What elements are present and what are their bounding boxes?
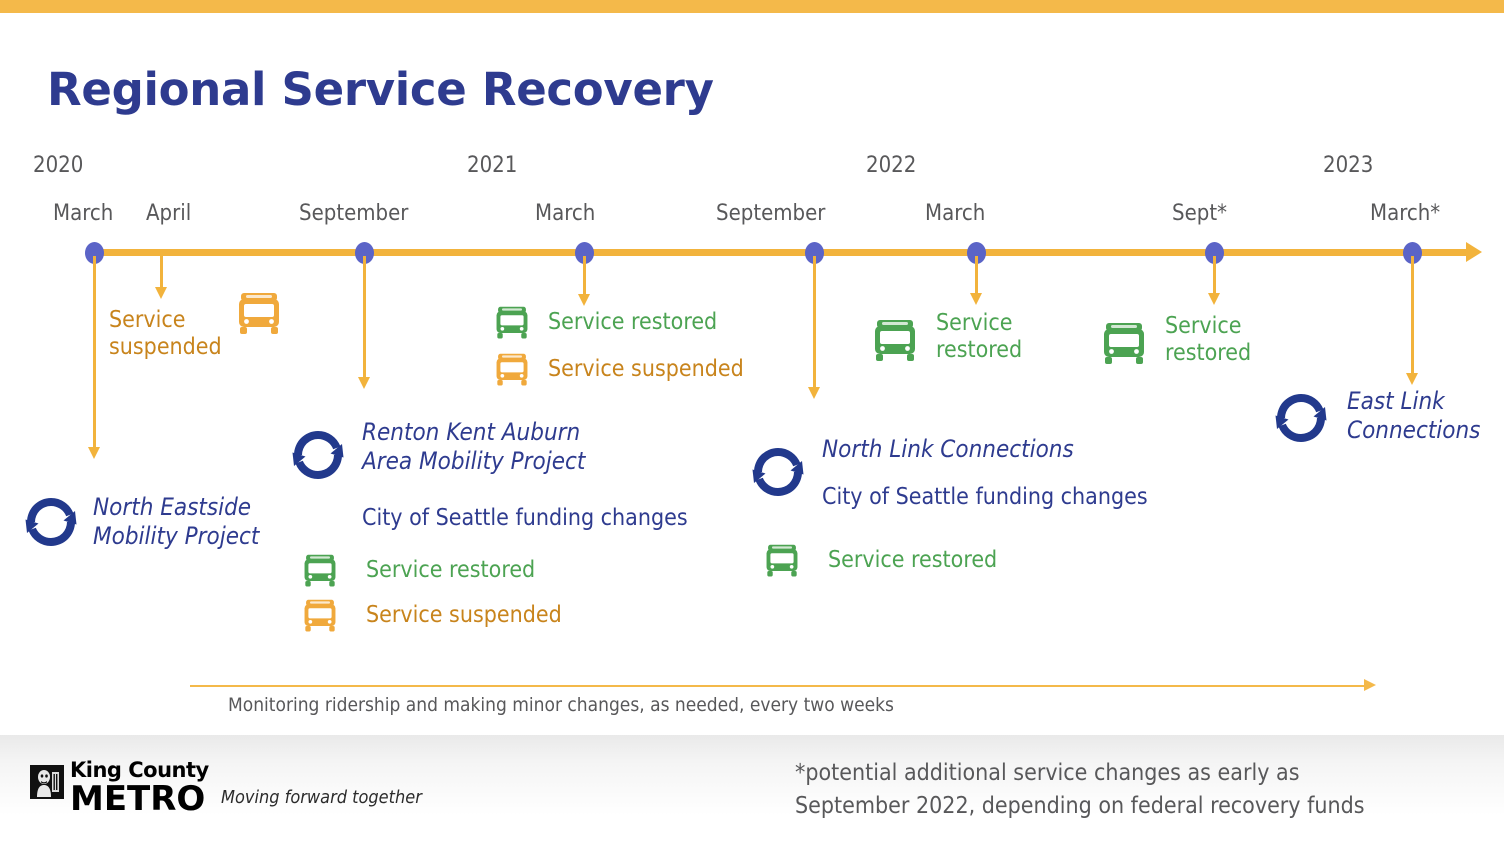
callout-march-2021-restored: Service restored (495, 305, 717, 341)
callout-march-2022: Service restored (873, 310, 1022, 364)
bus-restored-icon (1104, 323, 1144, 364)
monitoring-arrow-line (190, 685, 1368, 687)
cycle-arrows-icon (25, 497, 77, 547)
timeline-dot-march-2023[interactable] (1403, 242, 1422, 264)
footnote-line1: *potential additional service changes as… (795, 760, 1300, 786)
leader-line-march-2022 (970, 256, 982, 305)
leader-line-march-2020 (88, 256, 100, 459)
service-suspended-label: Service suspended (366, 602, 562, 629)
month-label-march-2022[interactable]: March (925, 201, 986, 226)
leader-line-april-2020 (155, 256, 167, 299)
year-label-2022: 2022 (866, 153, 917, 178)
bus-restored-icon (766, 544, 798, 577)
footer-band (0, 735, 1504, 850)
month-label-september-2020[interactable]: September (299, 201, 409, 226)
service-suspended-label-line2: suspended (109, 334, 222, 361)
timeline-dot-september-2021[interactable] (805, 242, 824, 264)
bus-suspended-icon (496, 353, 528, 386)
service-restored-label-line2: restored (1165, 340, 1252, 367)
leader-line-sept-2022 (1208, 256, 1220, 305)
bus-suspended-icon (238, 293, 279, 334)
top-accent-bar (0, 0, 1504, 13)
leader-line-september-2021 (808, 256, 820, 399)
bus-restored-icon (875, 320, 915, 361)
year-label-2023: 2023 (1323, 153, 1374, 178)
callout-sept-2022: Service restored (1102, 313, 1251, 367)
monitoring-caption: Monitoring ridership and making minor ch… (228, 694, 894, 716)
king-county-portrait-icon (30, 765, 64, 799)
funding-changes-label: City of Seattle funding changes (362, 505, 688, 531)
king-county-metro-logo: King County METRO (30, 760, 209, 816)
service-restored-label: Service restored (548, 309, 718, 336)
project-label-line2: Area Mobility Project (362, 446, 586, 475)
callout-september-2020-restored: Service restored (303, 553, 535, 589)
callout-march-2023: East Link Connections (1268, 385, 1480, 451)
leader-line-september-2020 (358, 256, 370, 389)
year-label-2021: 2021 (467, 153, 518, 178)
timeline-dot-march-2022[interactable] (967, 242, 986, 264)
month-label-march-2023[interactable]: March* (1370, 201, 1441, 226)
timeline-arrowhead-icon (1466, 242, 1482, 262)
bus-restored-icon (304, 554, 336, 587)
month-label-september-2021[interactable]: September (716, 201, 826, 226)
timeline-dot-march-2020[interactable] (85, 242, 104, 264)
cycle-arrows-icon (292, 430, 344, 480)
project-label-line1: East Link (1347, 387, 1445, 415)
service-restored-label: Service restored (828, 547, 998, 574)
logo-king-county-text: King County (70, 758, 209, 782)
cycle-arrows-icon (1275, 393, 1327, 443)
month-label-april-2020[interactable]: April (146, 201, 192, 226)
timeline-dot-september-2020[interactable] (355, 242, 374, 264)
leader-line-march-2023 (1406, 256, 1418, 385)
callout-march-2021-suspended: Service suspended (495, 352, 744, 388)
year-label-2020: 2020 (33, 153, 84, 178)
callout-april-2020: Service suspended (109, 293, 281, 361)
project-label-line2: Mobility Project (93, 522, 260, 550)
monitoring-arrowhead-icon (1364, 679, 1376, 691)
callout-september-2021-restored: Service restored (765, 543, 997, 579)
callout-march-2020: North Eastside Mobility Project (18, 489, 259, 555)
page-title: Regional Service Recovery (47, 63, 714, 116)
month-label-march-2021[interactable]: March (535, 201, 596, 226)
month-label-sept-2022[interactable]: Sept* (1172, 201, 1227, 226)
timeline-dot-sept-2022[interactable] (1205, 242, 1224, 264)
project-label-line1: Renton Kent Auburn (362, 418, 581, 446)
service-restored-label-line1: Service (936, 310, 1013, 336)
service-restored-label-line2: restored (936, 337, 1023, 364)
footnote-line2: September 2022, depending on federal rec… (795, 793, 1365, 820)
callout-september-2020: Renton Kent Auburn Area Mobility Project (285, 418, 585, 488)
logo-tagline: Moving forward together (221, 787, 422, 808)
timeline-dot-march-2021[interactable] (575, 242, 594, 264)
callout-september-2021: North Link Connections City of Seattle f… (745, 435, 1148, 511)
month-label-march-2020[interactable]: March (53, 201, 114, 226)
logo-metro-text: METRO (70, 779, 206, 819)
cycle-arrows-icon (752, 447, 804, 497)
service-restored-label: Service restored (366, 557, 536, 584)
callout-september-2020-funding: City of Seattle funding changes (362, 505, 688, 533)
leader-line-march-2021 (578, 256, 590, 306)
bus-suspended-icon (304, 599, 336, 632)
funding-changes-label: City of Seattle funding changes (822, 483, 1148, 510)
bus-restored-icon (496, 306, 528, 339)
timeline-axis (88, 249, 1468, 256)
project-label-line2: Connections (1347, 415, 1481, 444)
project-label-line1: North Eastside (93, 493, 252, 522)
service-restored-label-line1: Service (1165, 313, 1242, 339)
project-label: North Link Connections (822, 435, 1074, 463)
footnote: *potential additional service changes as… (795, 757, 1365, 824)
callout-september-2020-suspended: Service suspended (303, 598, 562, 634)
service-suspended-label-line1: Service (109, 307, 186, 333)
service-suspended-label: Service suspended (548, 356, 744, 383)
